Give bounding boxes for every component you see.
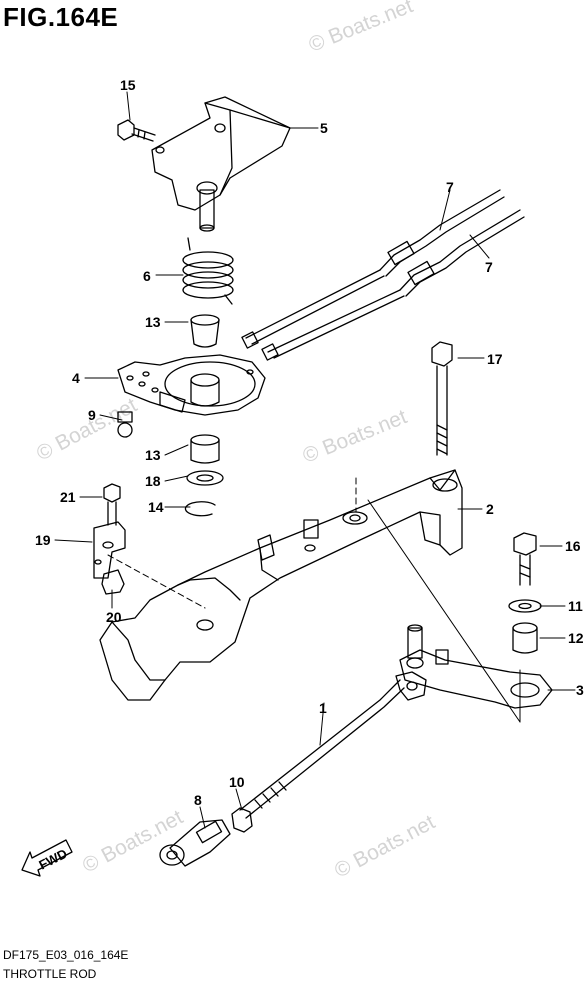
callout-7-upper: 7 <box>446 179 454 195</box>
callout-12: 12 <box>568 630 584 646</box>
callout-6: 6 <box>143 268 151 284</box>
callout-18: 18 <box>145 473 161 489</box>
part-14-circlip <box>184 501 216 517</box>
callout-13-lower: 13 <box>145 447 161 463</box>
callout-11: 11 <box>568 598 583 614</box>
part-4-lever <box>117 354 266 416</box>
part-2-housing <box>99 469 463 701</box>
leader-lines <box>54 91 576 829</box>
fwd-label: FWD <box>36 846 69 873</box>
callout-19: 19 <box>35 532 51 548</box>
callout-21: 21 <box>60 489 76 505</box>
part-20-clip <box>101 569 125 595</box>
part-15-bolt <box>117 119 156 142</box>
callout-10: 10 <box>229 774 245 790</box>
callout-14: 14 <box>148 499 164 515</box>
part-8-rod-end <box>159 819 231 867</box>
callout-3: 3 <box>576 682 584 698</box>
fwd-arrow-icon: FWD <box>21 839 73 877</box>
callout-13-upper: 13 <box>145 314 161 330</box>
callout-17: 17 <box>487 351 503 367</box>
part-17-bolt <box>431 341 453 456</box>
callout-16: 16 <box>565 538 581 554</box>
callout-8: 8 <box>194 792 202 808</box>
callout-15: 15 <box>120 77 136 93</box>
callout-7-lower: 7 <box>485 259 493 275</box>
part-7-cables <box>241 189 525 361</box>
part-18-washer <box>186 470 224 486</box>
part-1-rod <box>239 671 427 819</box>
callout-5: 5 <box>320 120 328 136</box>
figure-name: THROTTLE ROD <box>3 967 97 981</box>
part-5-bracket <box>151 96 291 232</box>
part-6-spring <box>182 237 234 305</box>
callout-4: 4 <box>72 370 80 386</box>
part-11-washer <box>508 599 542 613</box>
part-19-bracket <box>93 521 126 579</box>
callout-numbers: 15 5 7 7 6 13 4 9 17 13 18 14 21 2 19 16… <box>35 77 584 808</box>
callout-2: 2 <box>486 501 494 517</box>
callout-1: 1 <box>319 700 327 716</box>
figure-title: FIG.164E <box>3 2 119 32</box>
part-13-bushing-lower <box>190 434 220 464</box>
part-3-lever-arm <box>399 624 553 709</box>
part-16-bolt <box>513 532 537 586</box>
callout-20: 20 <box>106 609 122 625</box>
part-13-bushing-upper <box>190 314 220 348</box>
part-10-nut <box>231 807 253 833</box>
figure-code: DF175_E03_016_164E <box>3 948 129 962</box>
callout-9: 9 <box>88 407 96 423</box>
part-21-bolt <box>103 483 121 526</box>
part-9-ball-joint <box>117 411 133 438</box>
part-12-spacer <box>512 622 538 654</box>
